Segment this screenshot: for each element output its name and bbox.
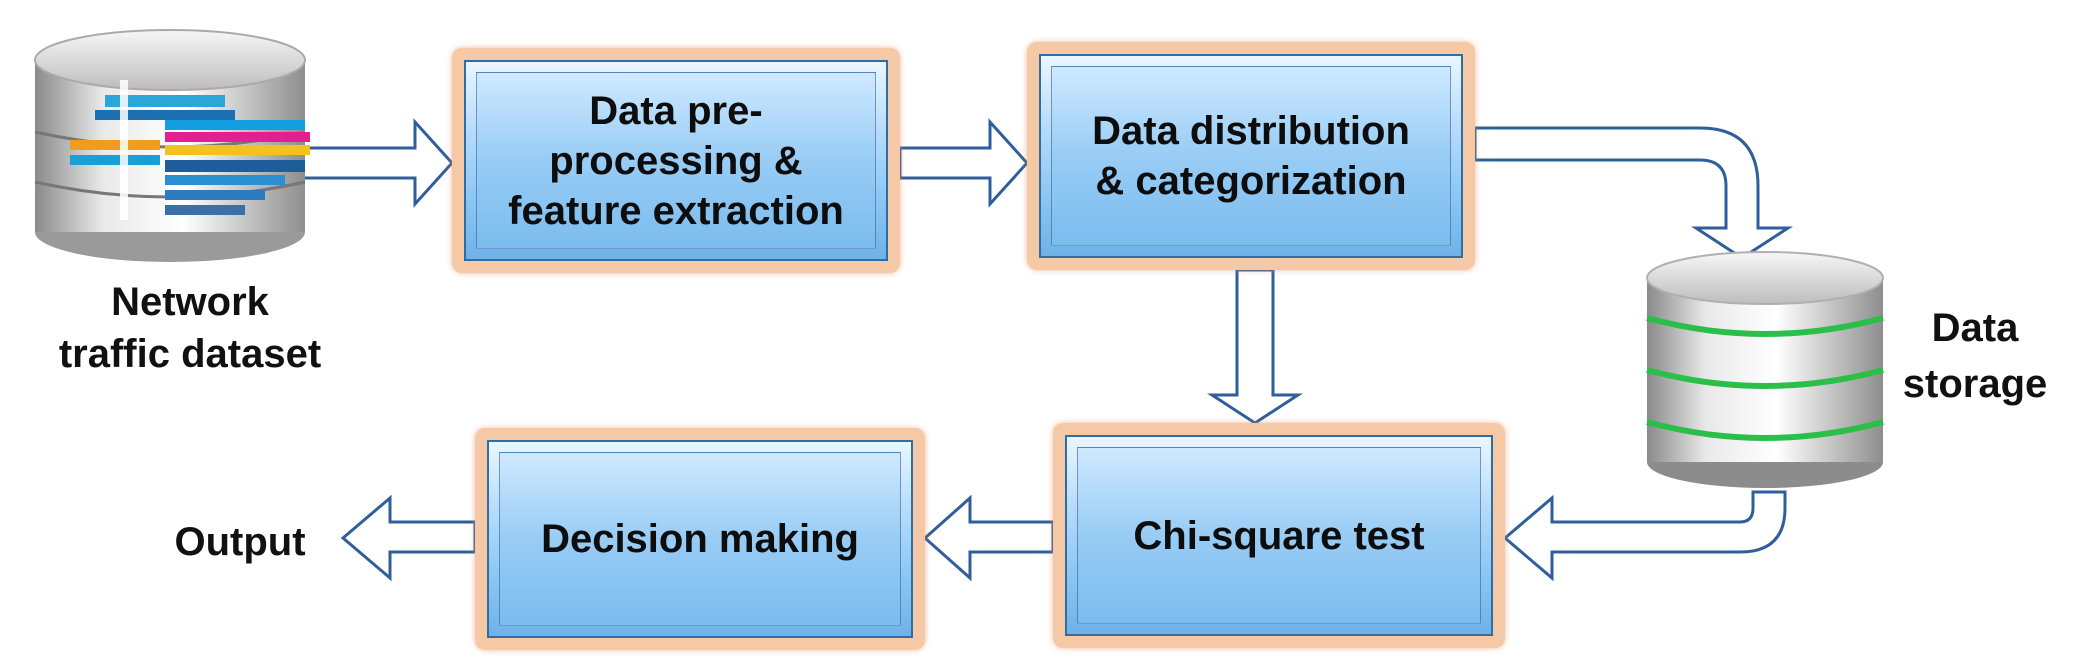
arrow-chi-square-to-decision xyxy=(922,494,1055,582)
node-storage-label: Data storage xyxy=(1902,306,2048,406)
node-distribution-label: Data distribution & categorization xyxy=(1092,109,1410,203)
arrow-distribution-to-storage xyxy=(1473,126,1794,260)
arrow-dataset-to-preprocessing xyxy=(298,118,455,208)
node-preprocessing: Data pre- processing & feature extractio… xyxy=(452,48,900,273)
storage-cylinder-icon xyxy=(1646,251,1884,488)
node-preprocessing-label: Data pre- processing & feature extractio… xyxy=(508,88,844,233)
node-network-dataset-label: Network traffic dataset xyxy=(58,280,322,376)
arrow-distribution-to-chi-square xyxy=(1206,268,1304,425)
node-distribution: Data distribution & categorization xyxy=(1027,42,1475,270)
arrow-storage-to-chi-square xyxy=(1502,490,1787,582)
node-decision: Decision making xyxy=(475,428,925,650)
node-output-label: Output xyxy=(174,520,306,564)
node-chi-square-label: Chi-square test xyxy=(1133,513,1425,558)
arrow-preprocessing-to-distribution xyxy=(898,118,1030,208)
database-icon xyxy=(34,29,310,262)
node-chi-square: Chi-square test xyxy=(1053,423,1505,648)
arrow-decision-to-output xyxy=(340,494,477,582)
node-decision-label: Decision making xyxy=(541,517,859,561)
